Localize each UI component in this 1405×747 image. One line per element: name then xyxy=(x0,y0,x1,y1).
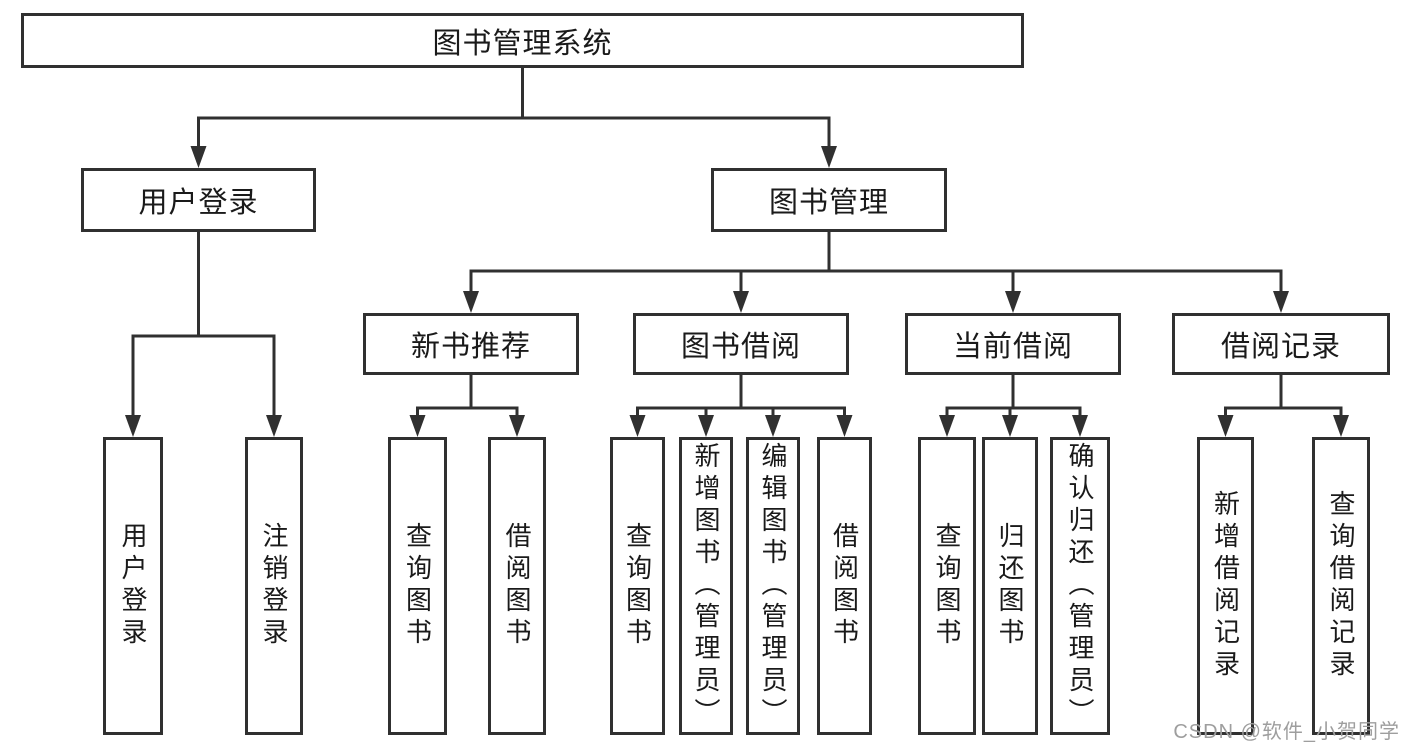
leaf-borrow-borrow: 借阅图书 xyxy=(817,437,872,735)
node-label: 图书管理 xyxy=(768,187,889,219)
leaf-newbook-query: 查询图书 xyxy=(388,437,447,735)
node-label: 新增图书（管理员） xyxy=(691,442,721,730)
leaf-record-query: 查询借阅记录 xyxy=(1312,437,1370,735)
node-label: 查询借阅记录 xyxy=(1326,490,1356,682)
leaf-current-query: 查询图书 xyxy=(918,437,976,735)
leaf-logout: 注销登录 xyxy=(245,437,303,735)
node-label: 归还图书 xyxy=(995,522,1025,650)
node-label: 用户登录 xyxy=(138,187,259,219)
node-label: 确认归还（管理员） xyxy=(1065,442,1095,730)
node-label: 借阅图书 xyxy=(502,522,532,650)
node-label: 查询图书 xyxy=(622,522,653,650)
node-root-library-system: 图书管理系统 xyxy=(21,13,1024,68)
node-label: 新增借阅记录 xyxy=(1210,490,1241,682)
node-book-borrowing: 图书借阅 xyxy=(633,313,849,375)
node-label: 新书推荐 xyxy=(410,331,531,363)
node-new-book-recommend: 新书推荐 xyxy=(363,313,579,375)
node-label: 图书借阅 xyxy=(680,331,801,363)
node-current-borrowing: 当前借阅 xyxy=(905,313,1121,375)
leaf-current-return: 归还图书 xyxy=(982,437,1038,735)
node-label: 当前借阅 xyxy=(952,331,1073,363)
node-label: 用户登录 xyxy=(118,522,148,650)
leaf-borrow-edit-admin: 编辑图书（管理员） xyxy=(746,437,800,735)
node-label: 图书管理系统 xyxy=(432,27,613,60)
leaf-record-add: 新增借阅记录 xyxy=(1197,437,1254,735)
leaf-borrow-add-admin: 新增图书（管理员） xyxy=(679,437,733,735)
leaf-newbook-borrow: 借阅图书 xyxy=(488,437,546,735)
node-label: 借阅记录 xyxy=(1220,331,1341,363)
node-book-management-branch: 图书管理 xyxy=(711,168,947,232)
node-label: 编辑图书（管理员） xyxy=(758,442,788,730)
node-label: 查询图书 xyxy=(402,522,433,650)
leaf-user-login: 用户登录 xyxy=(103,437,163,735)
node-label: 注销登录 xyxy=(259,522,289,650)
leaf-current-confirm-admin: 确认归还（管理员） xyxy=(1050,437,1110,735)
node-borrow-records: 借阅记录 xyxy=(1172,313,1390,375)
node-user-login-branch: 用户登录 xyxy=(81,168,316,232)
leaf-borrow-query: 查询图书 xyxy=(610,437,665,735)
node-label: 借阅图书 xyxy=(829,522,860,650)
watermark: CSDN @软件_小贺同学 xyxy=(1173,721,1400,743)
node-label: 查询图书 xyxy=(932,522,962,650)
